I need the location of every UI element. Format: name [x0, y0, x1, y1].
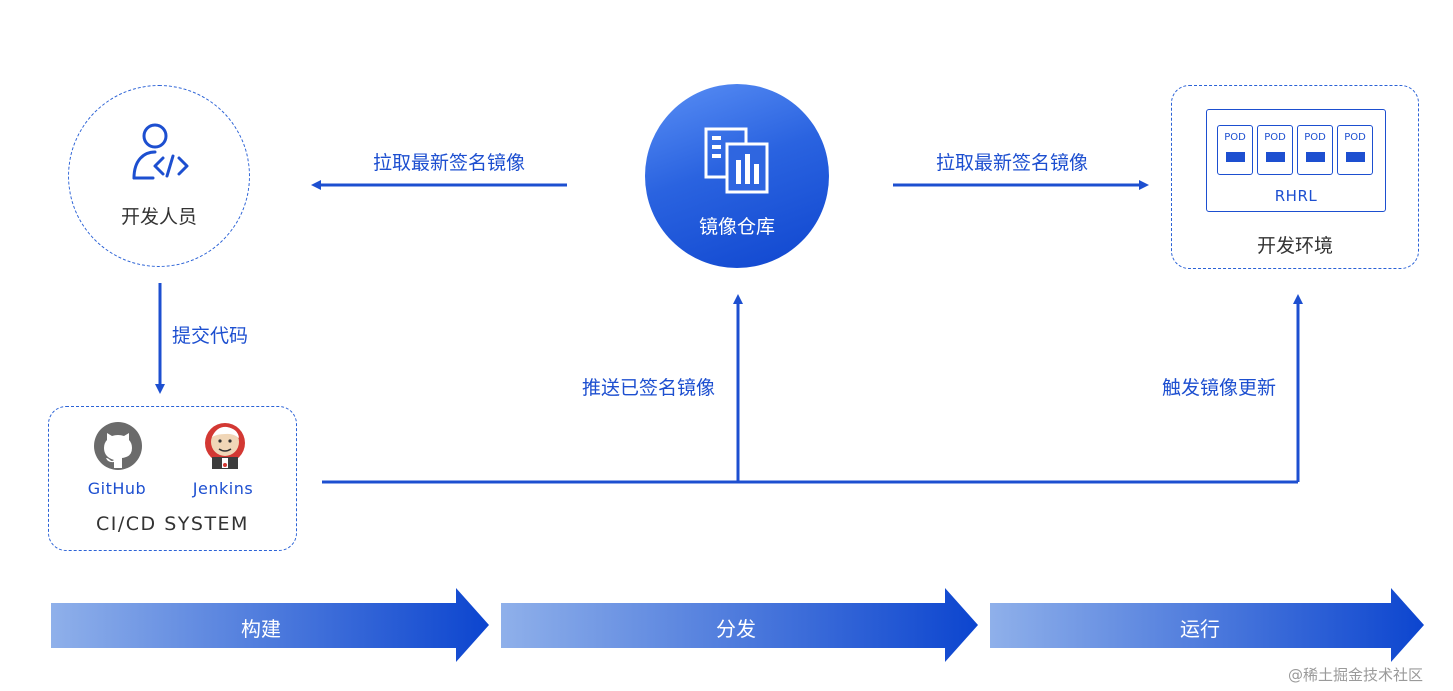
cicd-node: GitHub Jenkins CI/CD SYSTEM: [48, 406, 297, 551]
stage-run-label: 运行: [1180, 617, 1220, 641]
edge-pull-left-label: 拉取最新签名镜像: [373, 152, 526, 174]
cluster-label: RHRL: [1274, 187, 1318, 205]
developer-label: 开发人员: [120, 206, 197, 228]
cicd-label: CI/CD SYSTEM: [96, 513, 249, 535]
stage-distribute-label: 分发: [716, 617, 756, 641]
registry-node: 镜像仓库: [645, 84, 829, 268]
pod-card: POD: [1337, 125, 1373, 175]
pod-card: POD: [1297, 125, 1333, 175]
pod-card: POD: [1257, 125, 1293, 175]
stage-arrow-run: [990, 588, 1424, 662]
pod-bar: [1226, 152, 1245, 162]
edge-push-label: 推送已签名镜像: [582, 377, 716, 399]
edge-commit-label: 提交代码: [172, 325, 249, 347]
github-icon: [94, 422, 142, 470]
pod-label: POD: [1264, 132, 1286, 143]
dev-env-node: POD POD POD POD RHRL 开发环境: [1171, 85, 1419, 269]
stage-arrow-build: [51, 588, 489, 662]
pod-label: POD: [1304, 132, 1326, 143]
pod-bar: [1266, 152, 1285, 162]
jenkins-label: Jenkins: [192, 479, 254, 498]
pod-label: POD: [1224, 132, 1246, 143]
edge-pull-right-label: 拉取最新签名镜像: [936, 152, 1089, 174]
stage-arrow-distribute: [501, 588, 978, 662]
jenkins-icon: [205, 423, 245, 469]
cluster-box: POD POD POD POD RHRL: [1206, 109, 1386, 212]
pod-bar: [1346, 152, 1365, 162]
dev-env-label: 开发环境: [1256, 235, 1333, 257]
pod-bar: [1306, 152, 1325, 162]
pod-label: POD: [1344, 132, 1366, 143]
pod-card: POD: [1217, 125, 1253, 175]
watermark-text: @稀土掘金技术社区: [1288, 666, 1424, 684]
developer-code-icon: [132, 123, 189, 180]
edge-trigger-label: 触发镜像更新: [1162, 377, 1277, 399]
registry-icon: [704, 127, 769, 194]
github-label: GitHub: [87, 479, 147, 498]
registry-label: 镜像仓库: [698, 216, 775, 238]
stage-build-label: 构建: [241, 617, 281, 641]
developer-node: 开发人员: [68, 85, 250, 267]
